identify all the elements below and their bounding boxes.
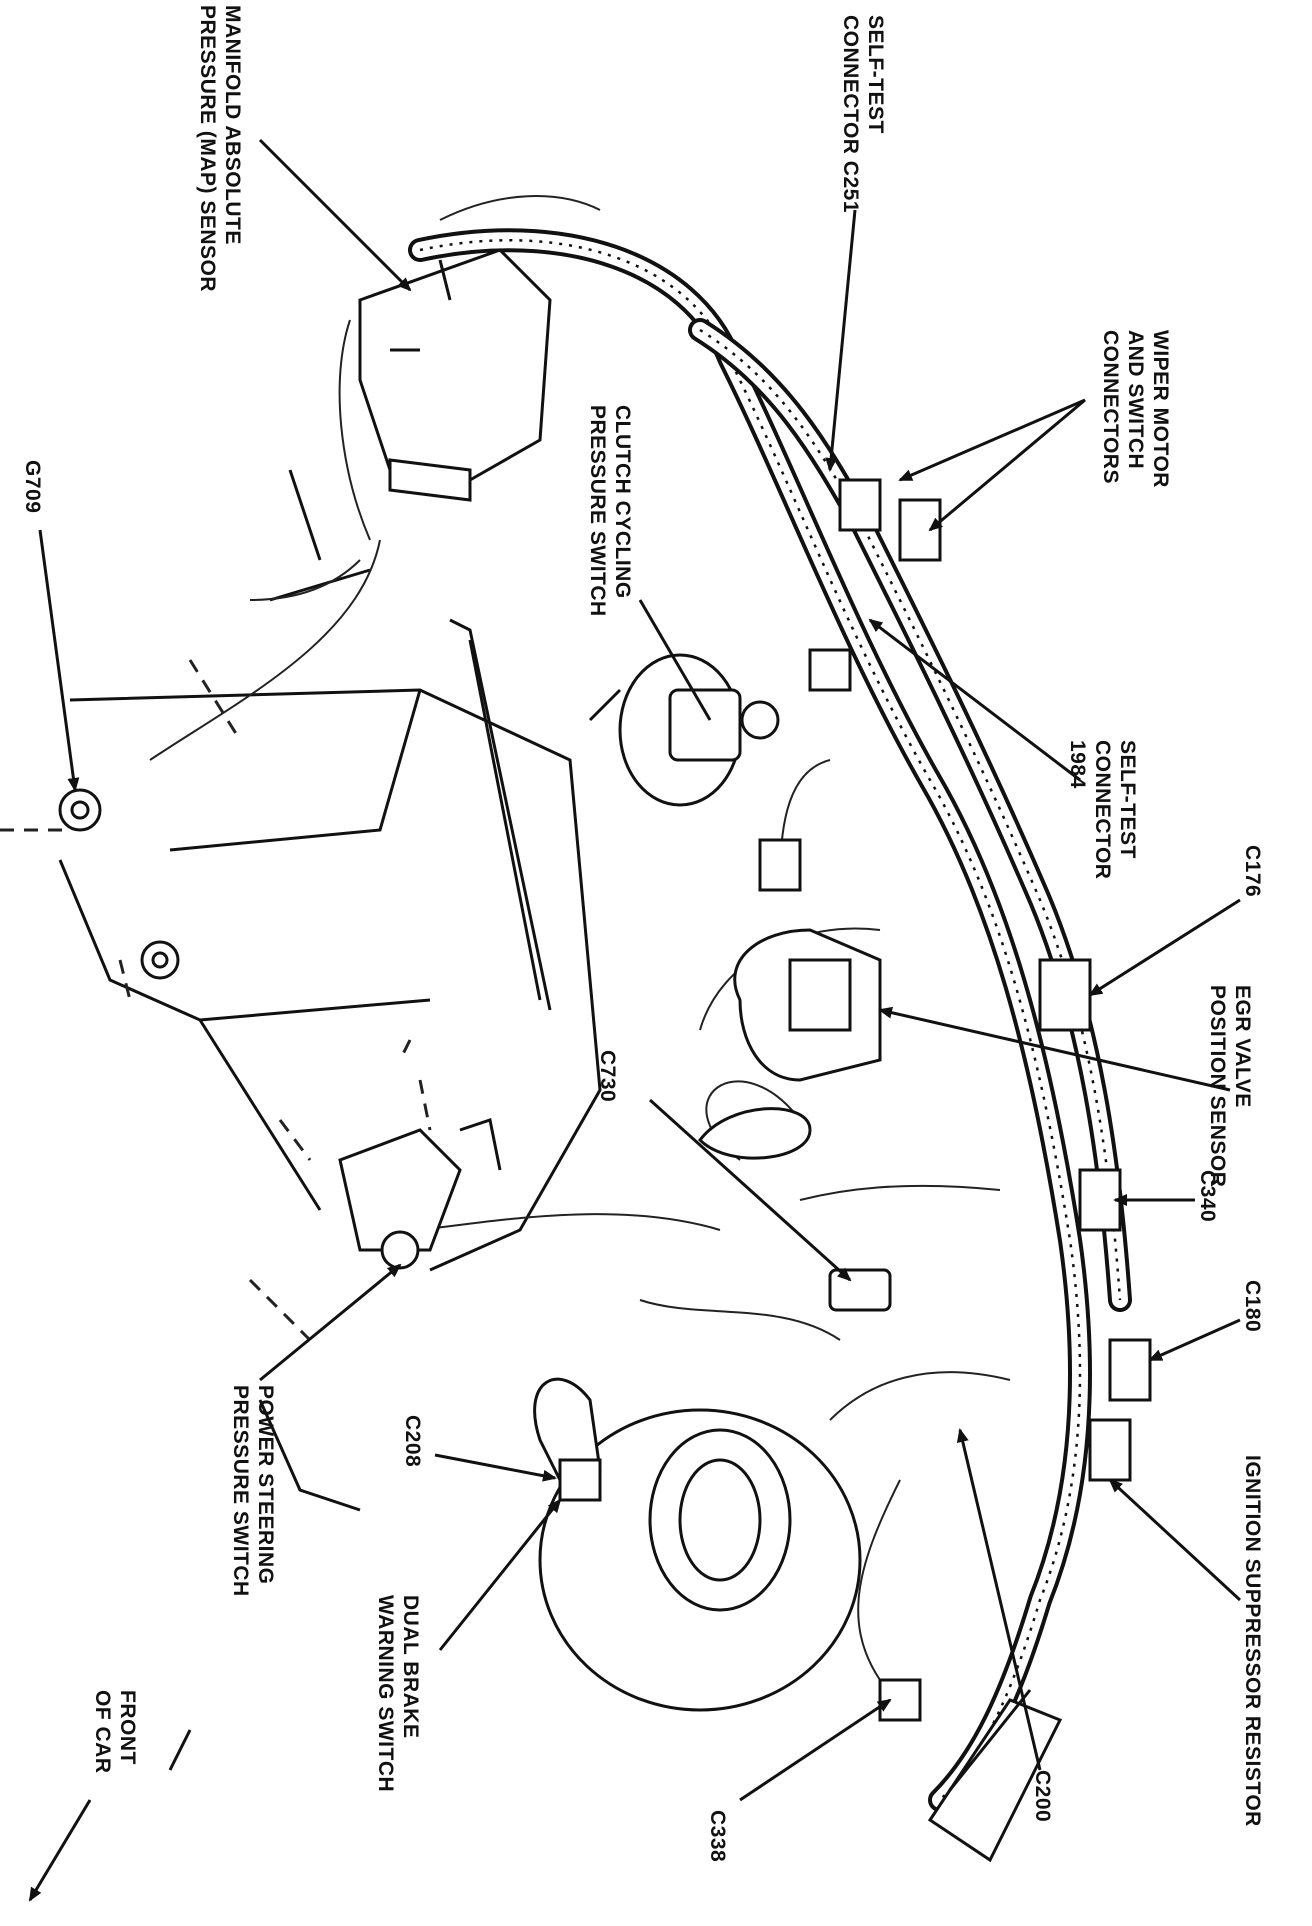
leader-c730 (648, 1098, 852, 1282)
leader-wiper-2 (928, 398, 1086, 532)
leader-power-steering (259, 1263, 402, 1382)
small-connectors (758, 478, 1152, 1482)
label-c180: C180 (1241, 1280, 1264, 1333)
wire-harness (149, 195, 1132, 1812)
leader-clutch (638, 599, 712, 721)
leader-wiper-1 (898, 398, 1086, 482)
leader-g709 (38, 529, 80, 792)
label-clutch-cycling: CLUTCH CYCLING PRESSURE SWITCH (586, 405, 634, 617)
leader-front-tick (168, 1729, 192, 1771)
label-c338: C338 (706, 1810, 729, 1863)
label-wiper-motor: WIPER MOTOR AND SWITCH CONNECTORS (1099, 330, 1172, 488)
label-c730: C730 (596, 1050, 619, 1103)
g709-ground (58, 788, 180, 980)
front-of-car-arrow (28, 1799, 92, 1902)
label-dual-brake: DUAL BRAKE WARNING SWITCH (374, 1595, 422, 1793)
front-harness-body (878, 1678, 1063, 1863)
leader-c208 (434, 1453, 557, 1482)
label-front-of-car: FRONT OF CAR (91, 1690, 139, 1774)
leader-ignition (1108, 1478, 1242, 1602)
clutch-switch-body (588, 653, 780, 807)
label-g709: G709 (21, 460, 44, 514)
leader-c176 (1088, 898, 1241, 997)
power-steering-body (338, 1118, 502, 1270)
leader-egr (878, 1006, 1231, 1092)
leader-c180 (1148, 1318, 1241, 1362)
label-c208: C208 (401, 1415, 424, 1468)
leader-lines (28, 138, 1242, 1902)
label-c200: C200 (1031, 1770, 1054, 1823)
leader-c200 (956, 1428, 1042, 1771)
leader-self-test-1984 (868, 618, 1081, 782)
label-map-sensor: MANIFOLD ABSOLUTE PRESSURE (MAP) SENSOR (196, 5, 244, 293)
label-self-test-c251: SELF-TEST CONNECTOR C251 (839, 15, 887, 213)
leader-c251 (825, 209, 857, 472)
label-power-steering: POWER STEERING PRESSURE SWITCH (229, 1385, 277, 1597)
label-egr-valve: EGR VALVE POSITION SENSOR (1206, 985, 1254, 1188)
c730-connector-body (698, 1107, 892, 1312)
leader-dual-brake (438, 1498, 562, 1651)
leader-c338 (739, 1698, 892, 1802)
label-c176: C176 (1241, 845, 1264, 898)
label-self-test-1984: SELF-TEST CONNECTOR 1984 (1066, 740, 1139, 880)
engine-outline (0, 469, 602, 1512)
label-ignition-suppressor: IGNITION SUPPRESSOR RESISTOR (1241, 1455, 1264, 1827)
leader-map-sensor (258, 138, 412, 292)
map-sensor-body (358, 248, 552, 502)
dual-brake-body (533, 1377, 862, 1712)
egr-sensor-body (733, 928, 882, 1082)
label-c340: C340 (1196, 1170, 1219, 1223)
